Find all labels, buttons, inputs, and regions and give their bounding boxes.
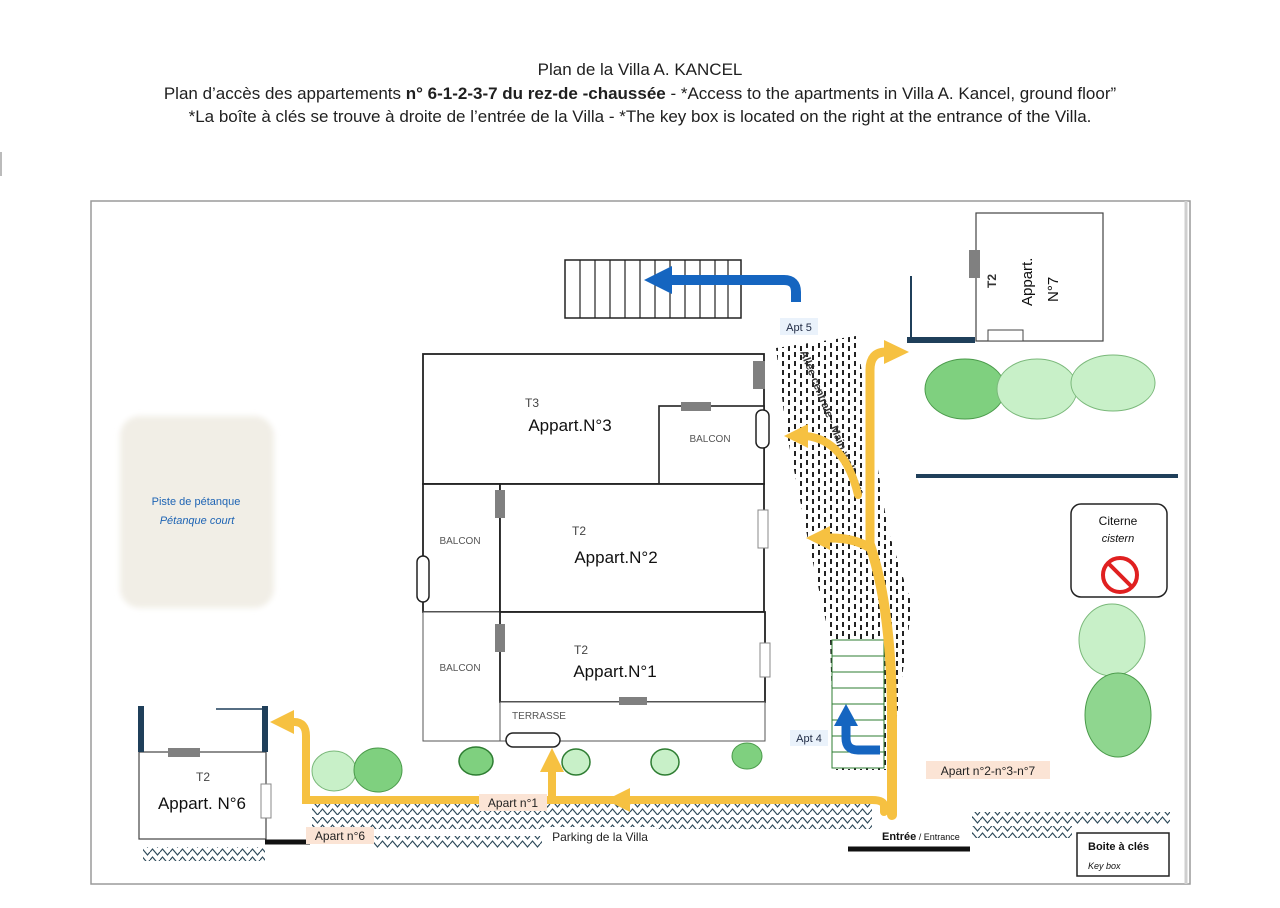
entrance-label-en: / Entrance — [916, 832, 960, 842]
apt5-label: Apt 5 — [786, 322, 812, 334]
petanque-label-fr: Piste de pétanque — [152, 496, 241, 508]
staircase-top — [564, 259, 742, 319]
keybox-label-fr: Boite à clés — [1088, 841, 1149, 853]
title-line-2-prefix: Plan d’accès des appartements — [163, 84, 406, 103]
apartment-1 — [422, 611, 771, 748]
apt3-type: T3 — [525, 396, 539, 410]
petanque-court — [120, 416, 274, 608]
apt2-name: Appart.N°2 — [574, 548, 657, 567]
hedges-right — [1078, 603, 1152, 758]
apartment-6 — [138, 706, 272, 840]
apt1-name: Appart.N°1 — [573, 662, 656, 681]
apartment-2 — [416, 483, 769, 613]
apt3-balcony: BALCON — [689, 434, 730, 445]
apt1-balcony: BALCON — [439, 663, 480, 674]
apt7-type: T2 — [985, 274, 999, 288]
route-arrow-heads — [270, 340, 909, 812]
petanque-label-en: Pétanque court — [160, 515, 236, 527]
apt6-type: T2 — [196, 770, 210, 784]
parking-label: Parking de la Villa — [552, 830, 648, 844]
apt7-name-line1: Appart. — [1019, 258, 1036, 306]
route-label-apart1: Apart n°1 — [488, 796, 538, 810]
apartment-7 — [907, 212, 1104, 343]
cistern-label-fr: Citerne — [1099, 514, 1138, 528]
keybox-label-en: Key box — [1088, 861, 1121, 871]
title-line-1: Plan de la Villa A. KANCEL — [537, 60, 743, 79]
title-line-2: Plan d’accès des appartements n° 6-1-2-3… — [0, 84, 1280, 104]
apt4-label: Apt 4 — [796, 733, 822, 745]
wave-hedges — [143, 803, 1170, 861]
apt2-type: T2 — [572, 524, 586, 538]
key-box — [1076, 832, 1170, 877]
apt1-terrace: TERRASSE — [512, 711, 566, 722]
title-line-3: *La boîte à clés se trouve à droite de l… — [188, 107, 1092, 126]
apt6-name: Appart. N°6 — [158, 794, 246, 813]
bushes-bottom — [311, 742, 763, 793]
route-arrows — [290, 347, 897, 820]
apt3-name: Appart.N°3 — [528, 416, 611, 435]
blue-arrow-apt4 — [834, 704, 880, 755]
apt2-balcony: BALCON — [439, 536, 480, 547]
blue-arrow-apt5 — [644, 266, 801, 302]
hedges-top-right — [924, 354, 1156, 420]
title-line-2-suffix: - *Access to the apartments in Villa A. … — [665, 84, 1117, 103]
route-label-apart6: Apart n°6 — [315, 829, 365, 843]
apt1-type: T2 — [574, 643, 588, 657]
entrance-label-fr: Entrée — [882, 831, 916, 843]
entrance-label: Entrée / Entrance — [882, 831, 960, 843]
title-line-2-bold: n° 6-1-2-3-7 du rez-de -chaussée — [405, 84, 666, 103]
cistern-box — [1070, 503, 1168, 598]
apt7-name-line2: N°7 — [1045, 277, 1062, 302]
cistern-label-en: cistern — [1102, 533, 1134, 545]
route-label-2-3-7: Apart n°2-n°3-n°7 — [941, 764, 1036, 778]
